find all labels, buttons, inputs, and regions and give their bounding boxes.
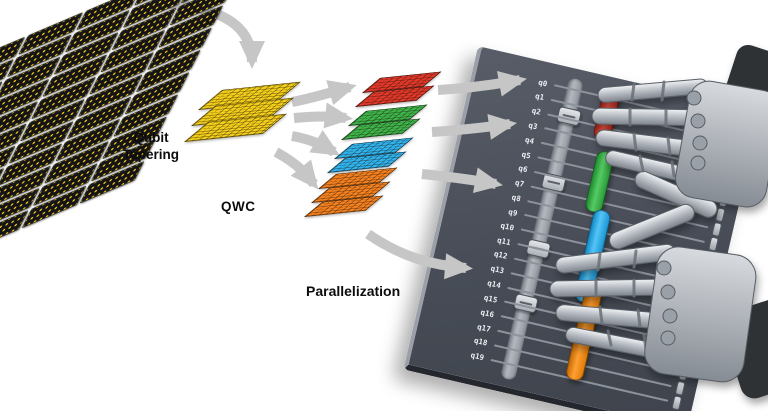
qubit-end-knob-icon [718,192,730,209]
qubit-label: q8 [510,192,522,204]
qubit-end-knob-icon [674,380,686,396]
qubit-end-knob-icon [671,394,683,411]
qubit-end-knob-icon [714,207,726,223]
qubit-label: q11 [496,235,512,247]
label-qwc: QWC [221,199,256,214]
qubit-end-knob-icon [724,163,736,180]
qubit-label: q0 [537,77,549,88]
qubit-label: q5 [520,149,532,161]
qubit-label: q2 [530,106,542,117]
qubit-label: q6 [517,163,529,175]
qubit-label: q13 [489,263,505,276]
qubit-label: q17 [476,321,492,334]
qubit-label: q15 [483,292,499,305]
arrow-tapering-to-green [293,102,353,129]
qubit-end-knob-icon [678,365,690,382]
qubit-end-knob-icon [688,322,700,339]
qubit-end-knob-icon [704,250,716,266]
qubit-end-knob-icon [681,351,693,367]
qubit-label: q14 [486,278,502,291]
qubit-end-knob-icon [694,293,706,310]
qubit-label: q7 [514,178,525,190]
qubit-end-knob-icon [701,264,713,281]
qubit-end-knob-icon [684,337,696,353]
qubit-label: q10 [499,220,515,233]
qubit-label: q16 [479,307,495,320]
label-parallelization: Parallelization [306,283,401,299]
qubit-label: q19 [469,350,485,363]
qubit-label: q12 [493,249,509,262]
qubit-end-knob-icon [708,235,720,252]
qubit-end-knob-icon [734,120,746,136]
arrow-tapering-to-blue [291,130,341,157]
arrow-tapering-to-orange [273,147,319,190]
label-qubit-tapering: Qubit Tapering [122,130,179,162]
qubit-label: q18 [473,336,489,349]
qubit-label: q4 [524,134,535,146]
qubit-label: q9 [507,207,519,218]
qubit-end-knob-icon [728,149,740,165]
qubit-end-knob-icon [691,308,703,324]
qubit-end-knob-icon [721,178,733,194]
qubit-label: q1 [534,91,546,103]
qubit-label: q3 [527,120,539,132]
arrow-tapering-to-red [291,80,357,107]
qubit-end-knob-icon [711,221,723,237]
qubit-end-knob-icon [698,279,710,295]
qubit-end-knob-icon [731,134,743,151]
